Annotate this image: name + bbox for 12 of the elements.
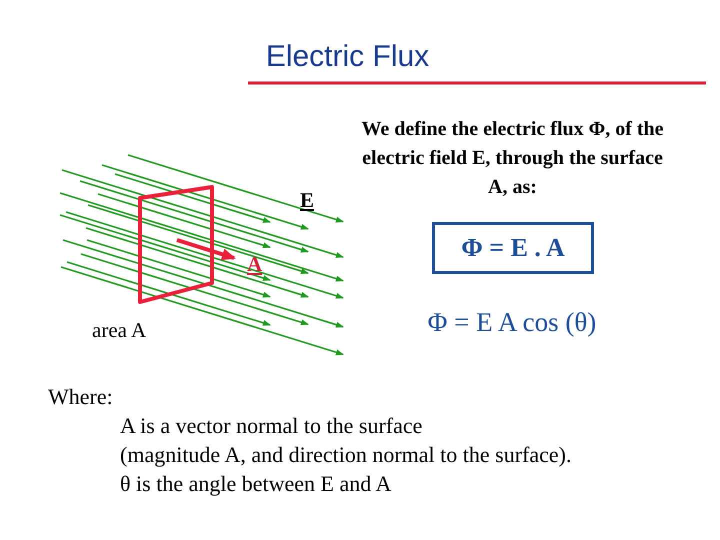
- explanation-text: A is a vector normal to the surface: [120, 413, 422, 438]
- formula-text: Φ = E . A: [461, 233, 565, 263]
- area-label: area A: [92, 318, 146, 342]
- slide-title: Electric Flux: [264, 40, 430, 74]
- where-text: Where:: [48, 384, 113, 410]
- vector-label: A: [247, 252, 262, 276]
- definition-text: We define the electric flux Φ, of the electric field E, through the surface A, as:: [360, 117, 665, 200]
- explanation-text: θ is the angle between E and A: [120, 471, 392, 496]
- vector-label: E: [300, 188, 314, 212]
- formula-box: [432, 222, 594, 274]
- formula-text: Φ = E A cos (θ): [426, 307, 598, 338]
- explanation-text: (magnitude A, and direction normal to the surface).: [120, 442, 572, 468]
